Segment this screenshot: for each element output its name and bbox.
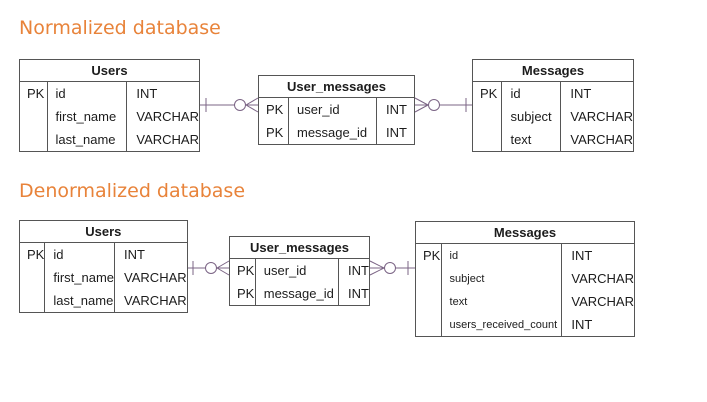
- norm-users-um-connector: [200, 97, 259, 113]
- type-cell: VARCHAR: [560, 105, 634, 128]
- key-cell: [19, 128, 48, 152]
- field-cell: first_name: [46, 105, 128, 128]
- table-header: Messages: [415, 221, 635, 244]
- type-cell: INT: [376, 97, 415, 121]
- key-cell: PK: [229, 282, 256, 306]
- field-cell: user_id: [288, 97, 377, 121]
- type-cell: VARCHAR: [561, 290, 635, 313]
- den-um-messages-connector: [369, 260, 415, 276]
- key-cell: [415, 290, 442, 313]
- field-cell: id: [44, 242, 116, 266]
- type-cell: INT: [561, 313, 635, 337]
- key-cell: [415, 267, 442, 290]
- type-cell: VARCHAR: [126, 128, 200, 152]
- table-header: Users: [19, 59, 200, 82]
- field-cell: message_id: [288, 121, 377, 145]
- key-cell: PK: [258, 121, 289, 145]
- table-header: User_messages: [229, 236, 370, 259]
- type-cell: INT: [114, 242, 188, 266]
- type-cell: INT: [126, 81, 200, 105]
- norm-messages-table: Messages PK id INT subject VARCHAR text …: [471, 59, 634, 152]
- norm-user-messages-table: User_messages PK user_id INT PK message_…: [258, 75, 415, 145]
- table-header: Messages: [472, 59, 634, 82]
- key-cell: PK: [471, 81, 503, 105]
- type-cell: INT: [561, 243, 635, 267]
- key-cell: PK: [18, 242, 46, 266]
- key-cell: [18, 289, 46, 313]
- field-cell: subject: [501, 105, 562, 128]
- field-cell: user_id: [254, 258, 340, 282]
- field-cell: id: [440, 243, 563, 267]
- normalized-title: Normalized database: [19, 17, 221, 39]
- type-cell: INT: [376, 121, 415, 145]
- type-cell: VARCHAR: [126, 105, 200, 128]
- table-header: Users: [19, 220, 188, 243]
- key-cell: PK: [229, 258, 256, 282]
- den-users-table: Users PK id INT first_name VARCHAR last_…: [18, 220, 188, 313]
- field-cell: message_id: [254, 282, 340, 306]
- field-cell: last_name: [46, 128, 128, 152]
- type-cell: INT: [560, 81, 634, 105]
- type-cell: INT: [338, 282, 370, 306]
- key-cell: [471, 105, 503, 128]
- field-cell: subject: [440, 267, 563, 290]
- norm-users-table: Users PK id INT first_name VARCHAR last_…: [19, 59, 200, 152]
- field-cell: text: [501, 128, 562, 152]
- field-cell: first_name: [44, 266, 116, 289]
- key-cell: [415, 313, 442, 337]
- den-users-um-connector: [186, 260, 230, 276]
- type-cell: VARCHAR: [561, 267, 635, 290]
- field-cell: id: [501, 81, 562, 105]
- field-cell: users_received_count: [440, 313, 563, 337]
- type-cell: VARCHAR: [560, 128, 634, 152]
- denormalized-title: Denormalized database: [19, 180, 246, 202]
- key-cell: [471, 128, 503, 152]
- field-cell: last_name: [44, 289, 116, 313]
- key-cell: PK: [19, 81, 48, 105]
- den-messages-table: Messages PK id INT subject VARCHAR text …: [415, 221, 635, 337]
- type-cell: VARCHAR: [114, 289, 188, 313]
- field-cell: id: [46, 81, 128, 105]
- norm-um-messages-connector: [414, 97, 472, 113]
- key-cell: PK: [258, 97, 289, 121]
- type-cell: VARCHAR: [114, 266, 188, 289]
- key-cell: PK: [415, 243, 442, 267]
- type-cell: INT: [338, 258, 370, 282]
- table-header: User_messages: [258, 75, 415, 98]
- key-cell: [18, 266, 46, 289]
- key-cell: [19, 105, 48, 128]
- den-user-messages-table: User_messages PK user_id INT PK message_…: [229, 236, 370, 306]
- field-cell: text: [440, 290, 563, 313]
